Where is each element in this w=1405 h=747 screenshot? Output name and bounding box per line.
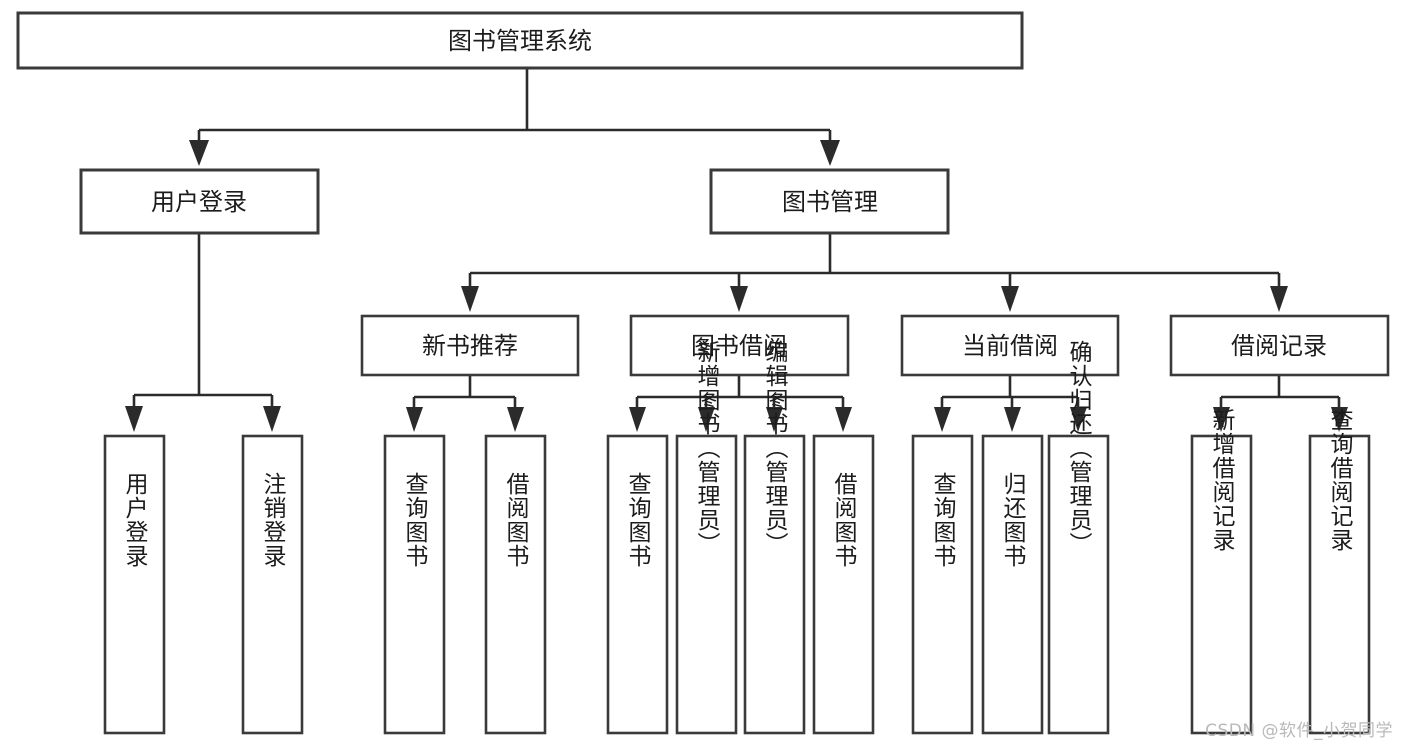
leaf-edit-book-admin[interactable]: 编辑图书（管理员） [743, 340, 806, 735]
arrow-to-leaf-borrow-book-1 [507, 407, 524, 432]
node-book-management[interactable]: 图书管理 [709, 168, 950, 235]
leaf-user-login-label: 用户登录 [121, 472, 149, 568]
node-borrow-record-label: 借阅记录 [1231, 332, 1327, 360]
node-root-box[interactable] [16, 11, 1024, 70]
leaf-add-book-admin-box[interactable] [675, 434, 738, 735]
leaf-query-book-current-label: 查询图书 [929, 472, 957, 568]
arrow-to-leaf-query-book-3 [934, 407, 951, 432]
leaf-confirm-return-admin-label: 确认归还（管理员） [1065, 340, 1093, 556]
leaf-logout-label: 注销登录 [259, 472, 287, 568]
arrow-to-book-manage [820, 140, 840, 166]
arrow-to-borrow-record [1270, 286, 1288, 312]
node-book-management-box[interactable] [709, 168, 950, 235]
arrow-to-leaf-confirm-return [1070, 407, 1087, 432]
node-borrow-record[interactable]: 借阅记录 [1169, 314, 1390, 377]
leaf-return-book-box[interactable] [981, 434, 1044, 735]
node-current-borrow-label: 当前借阅 [962, 332, 1058, 360]
leaf-add-borrow-record-box[interactable] [1190, 434, 1253, 735]
leaf-add-borrow-record-label: 新增借阅记录 [1208, 408, 1236, 552]
leaf-query-book-current-box[interactable] [911, 434, 974, 735]
leaf-query-book-borrow[interactable]: 查询图书 [606, 434, 669, 735]
arrow-to-leaf-logout [263, 406, 281, 432]
node-root-label: 图书管理系统 [448, 27, 592, 55]
leaf-borrow-book-borrow-box[interactable] [812, 434, 875, 735]
node-user-login[interactable]: 用户登录 [79, 168, 320, 235]
leaf-add-book-admin[interactable]: 新增图书（管理员） [675, 340, 738, 735]
leaf-add-book-admin-label: 新增图书（管理员） [693, 340, 721, 556]
node-book-management-label: 图书管理 [782, 188, 878, 216]
leaf-return-book[interactable]: 归还图书 [981, 434, 1044, 735]
leaf-query-book-current[interactable]: 查询图书 [911, 434, 974, 735]
leaf-confirm-return-admin[interactable]: 确认归还（管理员） [1047, 340, 1110, 735]
node-new-book-recommend[interactable]: 新书推荐 [360, 314, 580, 377]
leaf-edit-book-admin-box[interactable] [743, 434, 806, 735]
node-current-borrow-box[interactable] [900, 314, 1120, 377]
arrow-to-leaf-add-book [698, 407, 715, 432]
arrow-to-leaf-query-book-1 [406, 407, 423, 432]
leaf-borrow-book-newbook-box[interactable] [484, 434, 547, 735]
leaf-edit-book-admin-label: 编辑图书（管理员） [761, 340, 789, 556]
leaf-borrow-book-borrow[interactable]: 借阅图书 [812, 434, 875, 735]
node-user-login-box[interactable] [79, 168, 320, 235]
leaf-borrow-book-newbook[interactable]: 借阅图书 [484, 434, 547, 735]
arrow-to-leaf-query-book-2 [629, 407, 646, 432]
node-book-borrow-label: 图书借阅 [691, 332, 787, 360]
leaf-query-borrow-record[interactable]: 查询借阅记录 [1308, 408, 1371, 735]
arrow-to-leaf-user-login [125, 406, 143, 432]
leaf-query-borrow-record-box[interactable] [1308, 434, 1371, 735]
leaf-query-book-borrow-box[interactable] [606, 434, 669, 735]
leaf-logout[interactable]: 注销登录 [241, 434, 304, 735]
arrow-to-book-borrow [730, 286, 748, 312]
arrow-to-leaf-borrow-book-2 [835, 407, 852, 432]
node-current-borrow[interactable]: 当前借阅 [900, 314, 1120, 377]
node-new-book-recommend-box[interactable] [360, 314, 580, 377]
leaf-borrow-book-borrow-label: 借阅图书 [830, 472, 858, 568]
leaf-return-book-label: 归还图书 [999, 472, 1027, 568]
arrow-to-new-book-rec [461, 286, 479, 312]
leaf-query-book-newbook-label: 查询图书 [401, 472, 429, 568]
leaf-user-login-box[interactable] [103, 434, 166, 735]
node-book-borrow[interactable]: 图书借阅 [629, 314, 850, 377]
node-new-book-recommend-label: 新书推荐 [422, 332, 518, 360]
connector-layer [125, 68, 1348, 432]
arrow-to-leaf-add-record [1213, 407, 1230, 432]
arrow-to-user-login [189, 140, 209, 166]
leaf-add-borrow-record[interactable]: 新增借阅记录 [1190, 408, 1253, 735]
arrow-to-leaf-edit-book [766, 407, 783, 432]
leaf-query-book-borrow-label: 查询图书 [624, 472, 652, 568]
arrow-to-current-borrow [1001, 286, 1019, 312]
leaf-user-login[interactable]: 用户登录 [103, 434, 166, 735]
arrow-to-leaf-query-record [1331, 407, 1348, 432]
leaf-borrow-book-newbook-label: 借阅图书 [502, 472, 530, 568]
node-user-login-label: 用户登录 [151, 188, 247, 216]
node-borrow-record-box[interactable] [1169, 314, 1390, 377]
leaf-query-book-newbook[interactable]: 查询图书 [383, 434, 446, 735]
arrow-to-leaf-return-book [1004, 407, 1021, 432]
node-root[interactable]: 图书管理系统 [16, 11, 1024, 70]
node-book-borrow-box[interactable] [629, 314, 850, 377]
leaf-query-borrow-record-label: 查询借阅记录 [1326, 408, 1354, 552]
leaf-logout-box[interactable] [241, 434, 304, 735]
leaf-confirm-return-admin-box[interactable] [1047, 434, 1110, 735]
leaf-query-book-newbook-box[interactable] [383, 434, 446, 735]
